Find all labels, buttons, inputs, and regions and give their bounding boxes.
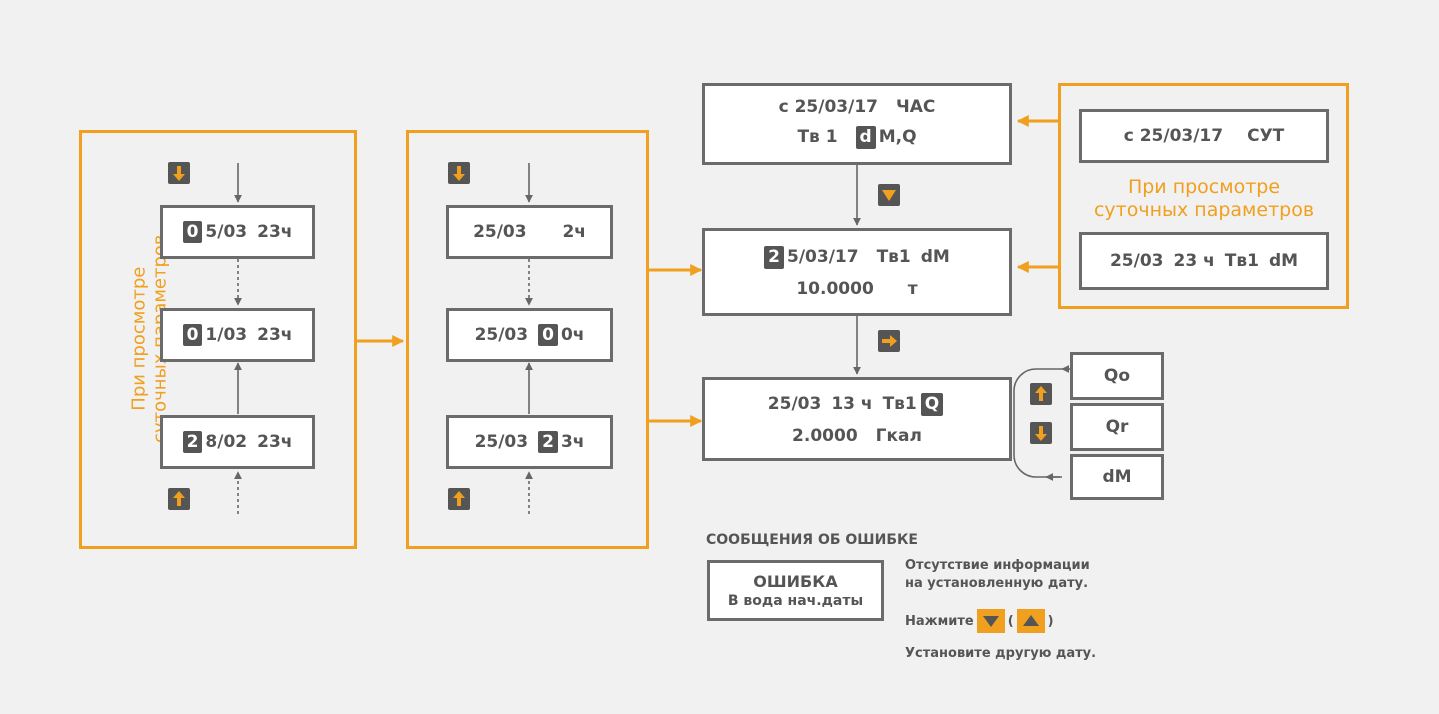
param-qo: Qo [1070, 352, 1164, 400]
triangle-down-icon [982, 616, 999, 627]
error-box: ОШИБКА В вода нач.даты [707, 560, 884, 621]
cursor-chip: 2 [182, 430, 203, 454]
error-desc-line-1: Отсутствие информации [905, 558, 1090, 573]
date-text: 25/03 [474, 324, 529, 345]
arrow-up-icon [173, 491, 185, 506]
channel-text: Тв1 [1224, 250, 1259, 271]
param-text: dM [920, 247, 950, 267]
date-text: 25/03 [474, 431, 529, 452]
cursor-chip: 0 [538, 323, 558, 347]
down-button[interactable] [878, 184, 900, 206]
arrow-up-icon [453, 491, 465, 506]
channel-text: Тв1 [882, 394, 917, 414]
up-button[interactable] [168, 488, 190, 510]
channel-text: Тв 1 [797, 127, 838, 147]
hour-text: 0ч [560, 324, 585, 345]
down-button[interactable] [168, 162, 190, 184]
right-button[interactable] [878, 330, 900, 352]
cursor-chip: Q [920, 393, 944, 416]
date-text: 5/03 [205, 221, 248, 242]
date-text: 5/03/17 [787, 247, 859, 267]
caption-line-2: суточных параметров [1093, 198, 1315, 221]
paren-open: ( [1007, 613, 1014, 629]
cursor-chip: 0 [182, 323, 203, 347]
param-qr: Qr [1070, 403, 1164, 451]
param-label: Qo [1103, 366, 1131, 386]
date-text: 1/03 [205, 324, 248, 345]
value-text: 2.0000 [792, 425, 858, 446]
arrow-down-icon [1035, 426, 1047, 441]
day-record-box: 25/03 23 ч Тв1 dM [1079, 232, 1329, 290]
up-button[interactable] [448, 488, 470, 510]
daily-mode-caption: При просмотре суточных параметров [1079, 176, 1329, 222]
params-text: М,Q [878, 127, 917, 147]
date-text: 8/02 [205, 431, 248, 452]
cursor-chip: 2 [764, 246, 784, 269]
hour-text: 23ч [257, 324, 293, 345]
cursor-chip: 2 [538, 430, 558, 454]
paren-close: ) [1047, 613, 1054, 629]
cursor-chip: 1 [544, 221, 557, 242]
value-text: 10.0000 [796, 278, 874, 299]
hourly-view-panel [406, 130, 649, 549]
date-text: 25/03 [473, 221, 527, 242]
arrow-right-icon [882, 335, 897, 347]
hour-text: 23ч [257, 221, 293, 242]
param-text: dM [1268, 250, 1299, 271]
param-label: dM [1102, 467, 1132, 487]
hour-text: 23 ч [1173, 250, 1215, 271]
cursor-chip: 0 [182, 220, 203, 244]
channel-text: Тв1 [876, 247, 911, 267]
hour-text: 23ч [257, 431, 293, 452]
day-mode-box: с 25/03/17 СУТ [1079, 109, 1329, 163]
down-button[interactable] [448, 162, 470, 184]
error-subtitle: В вода нач.даты [727, 592, 864, 609]
mode-text: СУТ [1247, 125, 1285, 146]
arrow-down-icon [173, 166, 185, 181]
unit-text: Гкал [875, 425, 922, 446]
start-date-text: с 25/03/17 [778, 97, 878, 118]
up-key[interactable] [1016, 609, 1045, 633]
daily-view-panel [79, 130, 357, 549]
hour-text: 3ч [560, 431, 585, 452]
caption-line-1: При просмотре [1127, 176, 1281, 198]
date-text: 25/03 [1109, 250, 1164, 271]
unit-text: т [907, 278, 918, 299]
error-desc-line-2: на установленную дату. [905, 576, 1089, 591]
triangle-down-icon [882, 190, 896, 201]
error-title: ОШИБКА [753, 571, 838, 591]
press-instruction: Нажмите ( ) [905, 609, 1054, 633]
hour-text: 2ч [562, 221, 586, 242]
caption-line-1: При просмотре [128, 266, 150, 411]
arrow-up-icon [1035, 386, 1047, 401]
mode-text: ЧАС [896, 97, 936, 118]
hour-text: 13 ч [831, 394, 873, 414]
set-other-date-text: Установите другую дату. [905, 646, 1097, 661]
daily-mode-panel [1058, 83, 1349, 309]
press-text: Нажмите [905, 613, 974, 629]
cursor-chip: d [855, 126, 876, 149]
up-button[interactable] [1030, 383, 1052, 405]
start-date-text: с 25/03/17 [1123, 125, 1224, 146]
param-dm: dM [1070, 454, 1164, 500]
down-button[interactable] [1030, 422, 1052, 444]
arrow-down-icon [453, 166, 465, 181]
date-text: 25/03 [767, 394, 822, 414]
errors-heading: СООБЩЕНИЯ ОБ ОШИБКЕ [706, 532, 918, 548]
triangle-up-icon [1022, 615, 1039, 626]
down-key[interactable] [976, 609, 1005, 633]
param-label: Qr [1105, 417, 1129, 437]
